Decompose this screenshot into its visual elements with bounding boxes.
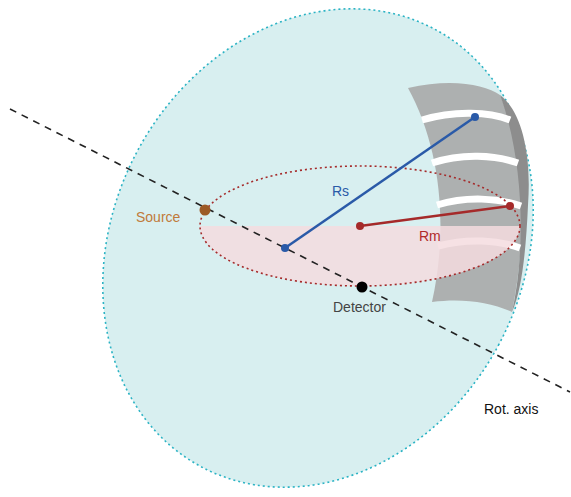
axis-point <box>281 244 289 252</box>
rotation-disc <box>21 0 571 497</box>
source-label: Source <box>136 210 180 225</box>
orbit-center <box>356 222 364 230</box>
source-dot <box>200 205 211 216</box>
detector-dot <box>357 282 368 293</box>
axis-label: Rot. axis <box>484 402 538 417</box>
rs-end <box>471 113 479 121</box>
rm-radius <box>360 206 510 226</box>
rotation-axis <box>10 109 570 392</box>
rm-label: Rm <box>419 229 441 244</box>
rm-end <box>506 202 514 210</box>
orbit-shade <box>200 226 520 286</box>
source-orbit <box>200 166 520 286</box>
detector-label: Detector <box>333 300 386 315</box>
rs-radius <box>285 117 475 248</box>
rs-label: Rs <box>332 184 349 199</box>
